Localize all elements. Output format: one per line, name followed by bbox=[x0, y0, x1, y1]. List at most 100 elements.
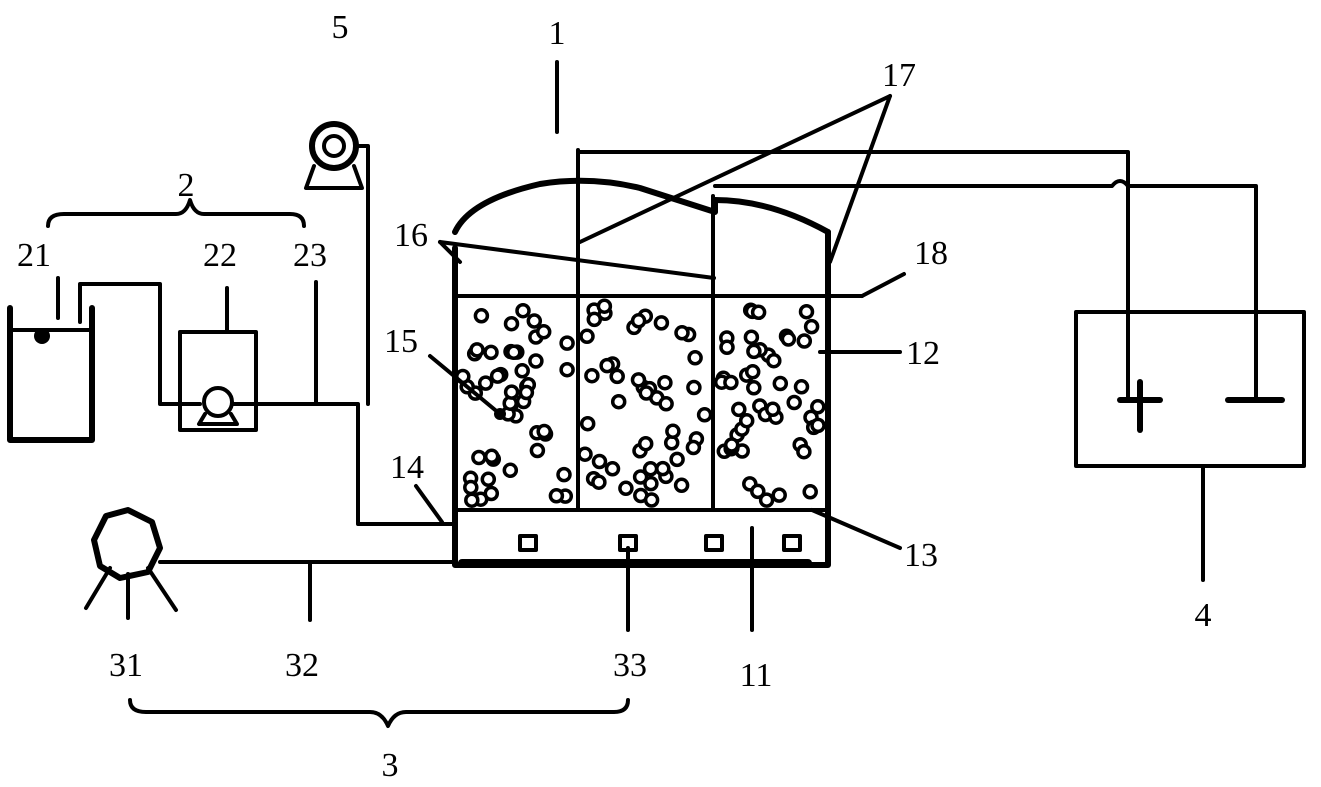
aerator-head bbox=[704, 534, 724, 552]
media-bead bbox=[559, 335, 575, 351]
media-bead bbox=[674, 325, 690, 341]
media-bead bbox=[477, 375, 494, 391]
media-bead bbox=[744, 364, 761, 380]
media-bead bbox=[738, 412, 755, 429]
media-bead bbox=[591, 453, 608, 470]
media-bead bbox=[579, 415, 596, 432]
media-bead bbox=[750, 483, 766, 500]
media-bead bbox=[772, 375, 789, 392]
media-bead bbox=[609, 368, 625, 385]
media-bead bbox=[771, 487, 787, 503]
media-bead bbox=[796, 443, 812, 460]
media-bead bbox=[480, 471, 497, 488]
media-bead bbox=[618, 480, 634, 497]
media-bead bbox=[473, 308, 490, 324]
label-11: 11 bbox=[740, 657, 773, 694]
media-bead bbox=[506, 344, 522, 361]
media-bead bbox=[653, 315, 670, 331]
media-bead bbox=[685, 439, 702, 456]
media-bead bbox=[723, 374, 739, 391]
media-bead bbox=[548, 488, 565, 504]
media-bead bbox=[796, 333, 813, 349]
media-bead bbox=[584, 367, 600, 384]
media-bead bbox=[665, 423, 681, 440]
reactor-vessel bbox=[452, 148, 864, 568]
media-bead bbox=[483, 448, 500, 465]
label-5: 5 bbox=[332, 9, 349, 46]
media-bead bbox=[483, 485, 500, 502]
label-3: 3 bbox=[382, 747, 399, 784]
media-bead bbox=[577, 446, 593, 462]
aeration-system bbox=[84, 507, 754, 728]
label-1: 1 bbox=[549, 15, 566, 52]
media-bead bbox=[798, 303, 815, 320]
label-16: 16 bbox=[394, 217, 428, 254]
media-bead bbox=[489, 368, 506, 384]
media-bead bbox=[514, 363, 530, 379]
label-31: 31 bbox=[109, 647, 143, 684]
media-bead bbox=[503, 315, 520, 332]
media-bead bbox=[518, 384, 535, 401]
power-wires bbox=[576, 150, 1258, 402]
media-bead bbox=[638, 385, 655, 401]
media-bead bbox=[604, 461, 621, 477]
media-bead bbox=[483, 344, 499, 361]
media-bead bbox=[469, 342, 485, 358]
media-bead bbox=[793, 379, 810, 395]
media-bead bbox=[780, 331, 797, 347]
media-bead bbox=[535, 324, 552, 340]
media-bead bbox=[743, 329, 760, 345]
media-bead bbox=[642, 461, 659, 477]
media-bead bbox=[503, 384, 520, 400]
label-2: 2 bbox=[178, 167, 195, 204]
label-23: 23 bbox=[293, 237, 327, 274]
label-12: 12 bbox=[906, 335, 940, 372]
media-bead bbox=[746, 343, 762, 360]
media-bead bbox=[559, 361, 575, 378]
media-bead bbox=[802, 484, 818, 500]
label-22: 22 bbox=[203, 237, 237, 274]
label-33: 33 bbox=[613, 647, 647, 684]
label-32: 32 bbox=[285, 647, 319, 684]
media-bead bbox=[803, 318, 820, 335]
media-bead bbox=[632, 469, 649, 485]
aerator-head bbox=[518, 534, 538, 552]
label-17: 17 bbox=[882, 57, 916, 94]
feed-system bbox=[7, 198, 458, 526]
label-21: 21 bbox=[17, 237, 51, 274]
media-bead bbox=[528, 353, 544, 369]
media-bead bbox=[515, 302, 531, 319]
media-bead bbox=[471, 449, 487, 466]
label-4: 4 bbox=[1195, 597, 1212, 634]
media-bead bbox=[673, 477, 690, 494]
media-bead bbox=[810, 399, 826, 415]
media-bead bbox=[765, 401, 781, 418]
media-bead bbox=[630, 313, 647, 329]
media-bead bbox=[687, 350, 703, 366]
media-bead bbox=[696, 407, 713, 423]
media-bead bbox=[686, 379, 702, 396]
media-bead bbox=[529, 442, 546, 459]
media-bead bbox=[746, 380, 762, 396]
media-bead bbox=[502, 462, 519, 479]
media-bead bbox=[591, 474, 607, 490]
media-bead bbox=[586, 311, 603, 328]
media-bead bbox=[599, 357, 615, 374]
media-bead bbox=[669, 451, 685, 468]
media-bead bbox=[556, 466, 572, 483]
label-18: 18 bbox=[914, 235, 948, 272]
media-bead bbox=[731, 401, 747, 418]
media-bead bbox=[637, 435, 654, 452]
leader-lines bbox=[414, 60, 906, 550]
media-bead bbox=[719, 339, 735, 356]
media-bead bbox=[536, 423, 552, 440]
media-bead bbox=[655, 460, 671, 477]
media-bead bbox=[464, 492, 480, 508]
media-bead bbox=[657, 374, 673, 391]
media-bead bbox=[579, 328, 595, 345]
media-bead bbox=[463, 479, 479, 496]
media-bead bbox=[810, 417, 826, 434]
media-bead bbox=[596, 298, 613, 314]
media-bead bbox=[658, 396, 674, 412]
media-bead bbox=[766, 352, 782, 369]
